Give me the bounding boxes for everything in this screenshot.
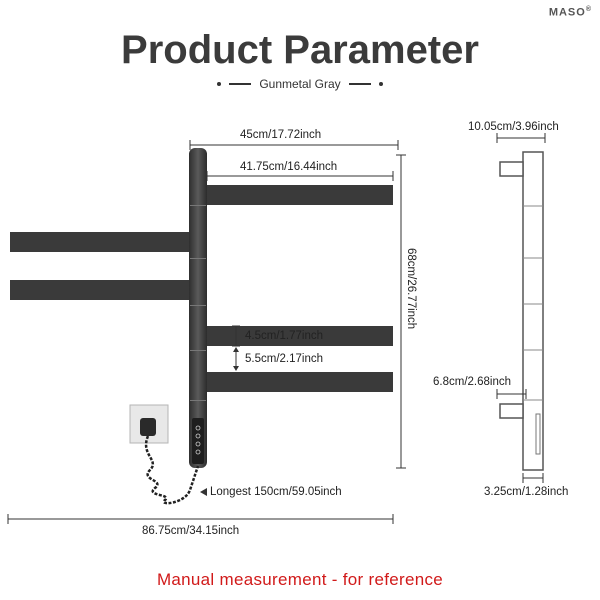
subtitle-dot-right [378, 82, 383, 86]
dim-arrow-bar-spacing-bottom [233, 366, 239, 371]
control-button-3 [195, 441, 201, 447]
label-bar-spacing: 5.5cm/2.17inch [245, 353, 323, 365]
measurement-note: Manual measurement - for reference [156, 570, 444, 589]
side-view-control-strip [535, 413, 541, 455]
right-bar-1 [207, 185, 393, 205]
right-bar-2 [207, 326, 393, 346]
label-overall-height: 68cm/26.77inch [405, 248, 417, 330]
color-subtitle: Gunmetal Gray [259, 77, 341, 91]
label-bar-gap: 4.5cm/1.77inch [245, 330, 323, 342]
control-button-2 [195, 433, 201, 439]
subtitle-line-left [229, 83, 252, 85]
pole-segment-1 [190, 205, 206, 206]
brand-logo: MASO® [549, 6, 592, 19]
pole-segment-5 [190, 400, 206, 401]
control-button-4 [195, 449, 201, 455]
brand-name: MASO [548, 6, 586, 19]
pole-segment-4 [190, 350, 206, 351]
label-cable-length: Longest 150cm/59.05inch [210, 486, 342, 498]
subtitle-row: Gunmetal Gray [0, 77, 600, 91]
dim-arrow-bar-spacing-top [233, 347, 239, 352]
label-top-width: 45cm/17.72inch [240, 129, 322, 141]
label-bar-width: 41.75cm/16.44inch [240, 161, 338, 173]
right-bar-3 [207, 372, 393, 392]
label-side-mid-depth: 6.8cm/2.68inch [433, 376, 511, 388]
subtitle-line-right [348, 83, 371, 85]
page-title: Product Parameter [121, 28, 479, 72]
side-view-pole [522, 151, 544, 471]
cable-length-arrow [200, 488, 207, 496]
side-view-bottom-bracket [499, 403, 524, 419]
label-side-top-depth: 10.05cm/3.96inch [468, 121, 559, 133]
control-panel [192, 418, 204, 464]
brand-registered-mark: ® [585, 6, 592, 13]
label-side-bottom-depth: 3.25cm/1.28inch [484, 486, 569, 498]
pole-segment-2 [190, 258, 206, 259]
subtitle-dot-left [217, 82, 222, 86]
pole-segment-3 [190, 305, 206, 306]
control-button-1 [195, 425, 201, 431]
side-view-top-bracket [499, 161, 524, 177]
power-plug [140, 418, 156, 436]
coiled-cable [144, 435, 200, 505]
left-bar-lower [10, 280, 196, 300]
label-total-width: 86.75cm/34.15inch [142, 525, 240, 537]
left-bar-upper [10, 232, 196, 252]
vertical-pole [189, 148, 207, 468]
